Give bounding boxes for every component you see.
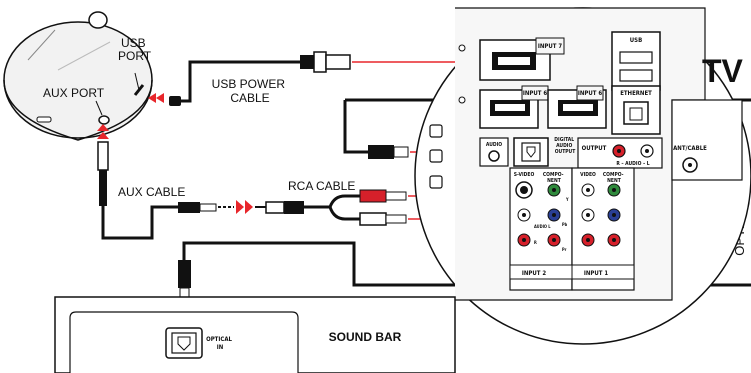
usb-port-label-line1: USB: [121, 36, 146, 50]
rca-cable-label: RCA CABLE: [288, 179, 355, 193]
dao-line2: AUDIO: [556, 143, 572, 149]
video-label: VIDEO: [580, 172, 596, 178]
rca-white-plug: [359, 212, 387, 226]
speaker-slot-icon: [36, 116, 52, 123]
usb-power-cable-label: USB POWER CABLE: [212, 77, 289, 105]
rca-red-cable: [328, 194, 360, 208]
speaker-device: [3, 11, 153, 141]
optical-plug-soundbar: [178, 260, 191, 288]
component-a-label: COMPO- NENT: [543, 172, 565, 184]
audio-label: AUDIO: [486, 142, 502, 148]
usb-port-arrows: [148, 93, 164, 103]
aux-port-jack: [98, 115, 110, 125]
usb-label: USB: [630, 37, 642, 44]
jack-label-r: R: [534, 240, 537, 245]
s-video-label: S-VIDEO: [514, 172, 535, 178]
optical-in-label: OPTICAL IN: [206, 336, 234, 351]
input2-label: INPUT 2: [522, 270, 546, 277]
optical-in-line2: IN: [217, 344, 224, 351]
aux-port-label: AUX PORT: [43, 86, 105, 100]
jack-label-pb: Pb: [562, 222, 568, 227]
usb-power-cable: [175, 60, 300, 103]
component-a-line2: NENT: [547, 178, 562, 184]
audio-lr-label: R – AUDIO – L: [616, 161, 649, 167]
speaker-button-icon: [88, 11, 108, 29]
tv-label: TV: [702, 53, 744, 89]
ant-cable-label: ANT/CABLE: [673, 145, 707, 152]
rca-white-cable: [328, 206, 360, 221]
input7-label: INPUT 7: [538, 43, 562, 50]
usb-power-cable-label-line1: USB POWER: [212, 77, 286, 91]
rca-red-plug: [359, 189, 387, 203]
ethernet-label: ETHERNET: [620, 90, 652, 97]
aux-cable: [101, 205, 180, 240]
usb-port-label-line2: PORT: [118, 49, 152, 63]
jack-label-y: Y: [565, 197, 569, 202]
component-b-label: COMPO- NENT: [603, 172, 625, 184]
digital-audio-output-label: DIGITAL AUDIO OUTPUT: [554, 137, 576, 155]
dao-line1: DIGITAL: [554, 137, 574, 143]
usb-power-cable-label-line2: CABLE: [230, 91, 269, 105]
component-a-line1: COMPO-: [543, 172, 564, 178]
aux-cable-label: AUX CABLE: [118, 185, 185, 199]
component-b-line2: NENT: [607, 178, 622, 184]
sound-bar-label: SOUND BAR: [329, 330, 402, 344]
jack-label-pr: Pr: [562, 247, 567, 252]
input6b-label: INPUT 6: [578, 90, 602, 97]
optical-plug-tv: [368, 145, 394, 159]
aux-port-arrows: [97, 124, 109, 139]
aux-plug-icon: [99, 170, 107, 206]
jack-label-audio-l: AUDIO L: [534, 224, 551, 229]
usb-plug-icon: [325, 54, 351, 70]
dao-line3: OUTPUT: [555, 149, 576, 155]
input1-label: INPUT 1: [584, 270, 608, 277]
input6a-label: INPUT 6: [523, 90, 547, 97]
optical-in-line1: OPTICAL: [206, 336, 232, 343]
tv-panel: INPUT 7 INPUT 6 INPUT 6 USB ETHERNET ANT…: [414, 7, 751, 345]
sound-bar: OPTICAL IN SOUND BAR: [54, 296, 456, 373]
component-b-line1: COMPO-: [603, 172, 624, 178]
aux-to-rca-arrows: [236, 200, 253, 214]
usb-port-label: USB PORT: [118, 36, 152, 63]
output-label: OUTPUT: [582, 145, 607, 152]
